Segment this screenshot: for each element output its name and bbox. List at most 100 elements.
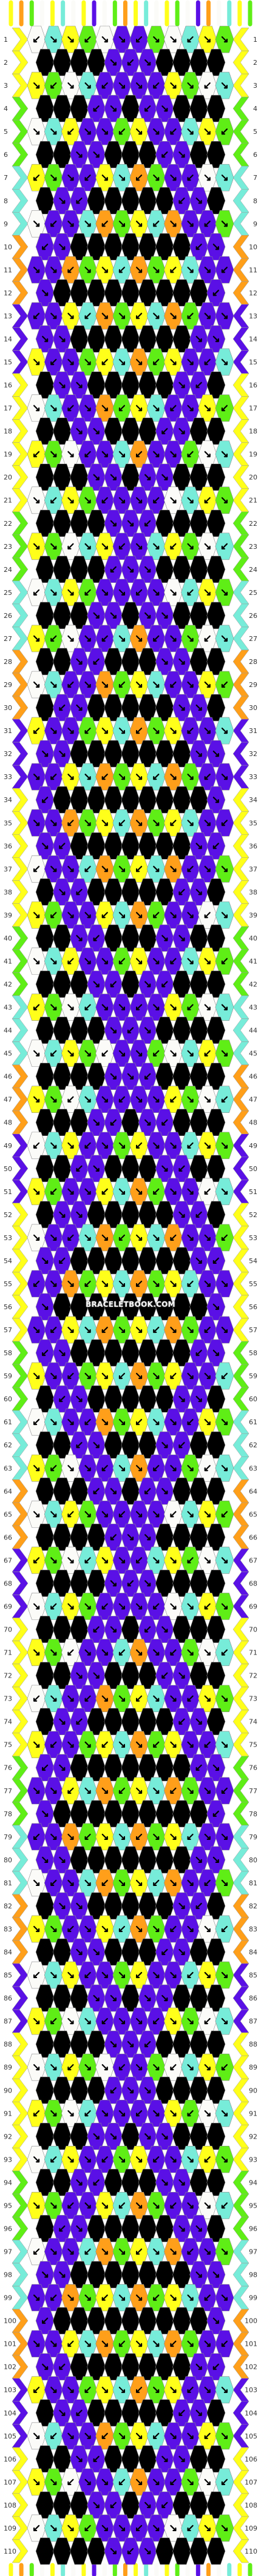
knot-r55-c1 [27, 1270, 46, 1298]
knot-arrow-icon [33, 497, 40, 503]
edge-right-27 [232, 626, 249, 651]
knot-arrow-icon [76, 1534, 83, 1541]
knot-arrow-icon [118, 912, 126, 918]
knot-arrow-icon [110, 59, 117, 66]
knot-r94-c11 [206, 2169, 226, 2196]
knot-r103-c8 [146, 2376, 166, 2404]
knot-arrow-icon [135, 1004, 143, 1011]
knot-arrow-icon [221, 1188, 228, 1195]
row-number-right: 77 [249, 1787, 257, 1795]
knot-arrow-icon [212, 151, 219, 158]
knot-r70-c5 [104, 1616, 123, 1643]
edge-right-78 [232, 1802, 249, 1826]
knot-r54-c5 [104, 1247, 123, 1275]
knot-arrow-icon [59, 1580, 66, 1587]
knot-r14-c6 [121, 325, 140, 353]
knot-arrow-icon [110, 1534, 117, 1541]
knot-r85-c1 [27, 1961, 46, 1989]
knot-r67-c9 [164, 1547, 183, 1574]
knot-r11-c11 [198, 256, 217, 284]
knot-arrow-icon [67, 405, 74, 411]
knot-r20-c11 [206, 463, 226, 491]
knot-r49-c12 [215, 1132, 234, 1160]
knot-r47-c5 [95, 1086, 115, 1114]
knot-r97-c6 [112, 2238, 132, 2265]
knot-arrow-icon [59, 105, 66, 112]
knot-r41-c8 [146, 948, 166, 975]
knot-r72-c4 [87, 1662, 106, 1689]
knot-r32-c2 [52, 740, 72, 768]
knot-r9-c2 [44, 210, 63, 237]
edge-right-62 [232, 1433, 249, 1457]
knot-r15-c5 [95, 348, 115, 376]
knot-r101-c6 [112, 2330, 132, 2357]
knot-r2-c7 [138, 48, 157, 76]
knot-arrow-icon [50, 1142, 57, 1149]
knot-r35-c4 [78, 809, 97, 837]
knot-arrow-icon [76, 1580, 83, 1587]
knot-r66-c6 [121, 1524, 140, 1551]
row-number-right: 21 [249, 497, 257, 505]
knot-arrow-icon [101, 820, 108, 826]
knot-r98-c1 [35, 2261, 55, 2288]
knot-r90-c9 [172, 2076, 191, 2104]
row-number-left: 107 [4, 2478, 16, 2486]
knot-r24-c10 [189, 556, 209, 583]
knot-r27-c12 [215, 625, 234, 652]
knot-arrow-icon [67, 1050, 74, 1057]
knot-arrow-icon [161, 1073, 168, 1080]
knot-r57-c1 [27, 1316, 46, 1344]
knot-r89-c10 [181, 2053, 200, 2081]
knot-arrow-icon [204, 589, 211, 596]
knot-arrow-icon [212, 198, 219, 204]
knot-arrow-icon [93, 797, 100, 803]
knot-r12-c4 [87, 279, 106, 307]
knot-arrow-icon [127, 1165, 134, 1172]
knot-arrow-icon [93, 520, 100, 526]
knot-r71-c5 [95, 1639, 115, 1666]
knot-r14-c1 [35, 325, 55, 353]
edge-left-28 [12, 649, 29, 674]
knot-r52-c6 [121, 1201, 140, 1229]
knot-arrow-icon [67, 774, 74, 780]
knot-r81-c9 [164, 1869, 183, 1897]
knot-r7-c12 [215, 164, 234, 191]
knot-arrow-icon [33, 36, 40, 43]
knot-arrow-icon [212, 935, 219, 941]
knot-arrow-icon [33, 1142, 40, 1149]
knot-r49-c11 [198, 1132, 217, 1160]
knot-arrow-icon [178, 1442, 185, 1449]
edge-left-32 [12, 742, 29, 766]
knot-arrow-icon [84, 451, 91, 457]
knot-r86-c8 [155, 1984, 174, 2012]
knot-arrow-icon [93, 151, 100, 158]
knot-r12-c3 [70, 279, 89, 307]
row-number-right: 74 [249, 1718, 257, 1726]
knot-r4-c7 [138, 95, 157, 122]
knot-r91-c12 [215, 2099, 234, 2127]
knot-arrow-icon [212, 1672, 219, 1679]
knot-r26-c1 [35, 602, 55, 629]
knot-arrow-icon [144, 290, 151, 296]
knot-arrow-icon [135, 1050, 143, 1057]
knot-arrow-icon [144, 1119, 151, 1126]
knot-r99-c10 [181, 2284, 200, 2311]
knot-r14-c3 [70, 325, 89, 353]
knot-r33-c2 [44, 763, 63, 791]
knot-r1-c9 [164, 25, 183, 53]
edge-left-44 [12, 1018, 29, 1042]
knot-arrow-icon [204, 866, 211, 872]
knot-r90-c5 [104, 2076, 123, 2104]
knot-r89-c5 [95, 2053, 115, 2081]
edge-left-66 [12, 1525, 29, 1549]
knot-r78-c7 [138, 1800, 157, 1828]
knot-arrow-icon [135, 1695, 143, 1702]
knot-r82-c6 [121, 1892, 140, 1920]
knot-arrow-icon [84, 866, 91, 872]
knot-r75-c1 [27, 1731, 46, 1759]
knot-r84-c8 [155, 1938, 174, 1966]
knot-r42-c1 [35, 971, 55, 998]
knot-arrow-icon [161, 843, 168, 849]
knot-r63-c10 [181, 1454, 200, 1482]
knot-r63-c3 [61, 1454, 80, 1482]
